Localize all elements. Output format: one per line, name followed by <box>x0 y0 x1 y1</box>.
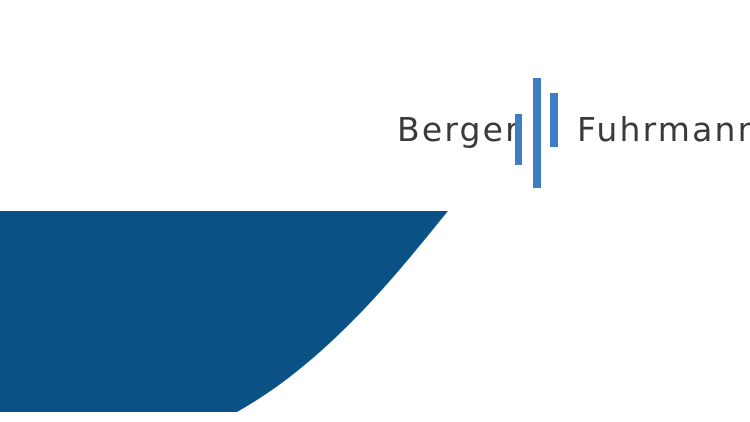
brand-name-left: Berger <box>397 110 521 149</box>
logo-bar-mid-right <box>550 93 558 147</box>
curved-wave-band-shape <box>0 211 448 412</box>
logo-bar-tall-center <box>533 78 541 188</box>
three-vertical-bars-icon <box>512 76 562 191</box>
brand-wordmark: Berger Fuhrmann <box>0 112 750 192</box>
brand-name-right: Fuhrmann <box>577 110 750 149</box>
logo-bar-short-left <box>515 114 522 165</box>
